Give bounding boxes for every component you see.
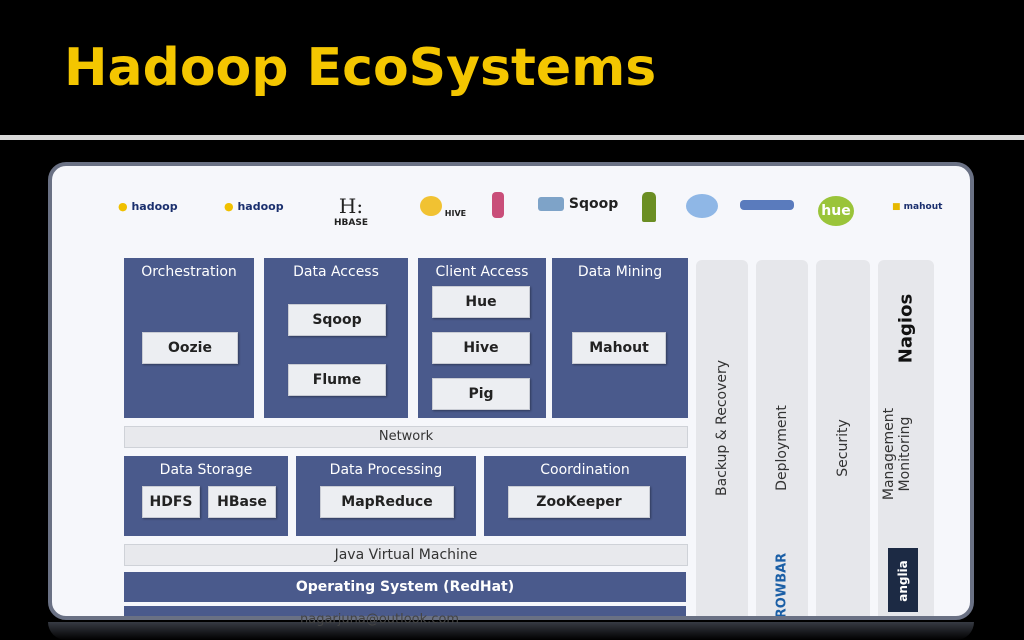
title-divider: [0, 135, 1024, 140]
pig-box: Pig: [432, 378, 530, 410]
backup-recovery-label: Backup & Recovery: [714, 359, 730, 497]
deployment-column: Deployment ROWBAR: [756, 260, 808, 619]
oozie-box: Oozie: [142, 332, 238, 364]
sqoop-box: Sqoop: [288, 304, 386, 336]
hardware-bar: [124, 606, 686, 616]
data-processing-label: Data Processing: [329, 462, 443, 478]
data-mining-label: Data Mining: [577, 264, 663, 280]
hdfs-box: HDFS: [142, 486, 200, 518]
data-storage-label: Data Storage: [159, 462, 253, 478]
oozie-logo: [740, 200, 794, 213]
footer-email: nagarjuna@outlook.com: [300, 612, 460, 627]
slide-title: Hadoop EcoSystems: [64, 38, 657, 98]
hive-logo: HIVE: [420, 196, 466, 218]
sqoop-logo: Sqoop: [538, 196, 618, 212]
os-bar: Operating System (RedHat): [124, 572, 686, 602]
coordination-layer: Coordination ZooKeeper: [484, 456, 686, 536]
security-label: Security: [835, 419, 851, 477]
jvm-bar: Java Virtual Machine: [124, 544, 688, 566]
data-access-label: Data Access: [293, 264, 379, 280]
data-storage-layer: Data Storage HDFS HBase: [124, 456, 288, 536]
hadoop-hdfs-logo: ● hadoop: [118, 200, 178, 213]
ecosystem-diagram: ● hadoop ● hadoop H: HBASE HIVE Sqoop hu…: [48, 162, 974, 620]
client-access-label: Client Access: [435, 264, 529, 280]
panel-reflection: [48, 622, 974, 640]
coordination-label: Coordination: [540, 462, 630, 478]
hive-box: Hive: [432, 332, 530, 364]
pig-logo: [492, 192, 504, 221]
flume-logo: [686, 194, 718, 221]
hadoop-mapreduce-logo: ● hadoop: [224, 200, 284, 213]
orchestration-layer: Orchestration Oozie: [124, 258, 254, 418]
nagios-logo: Nagios: [895, 293, 917, 364]
hue-box: Hue: [432, 286, 530, 318]
backup-recovery-column: Backup & Recovery: [696, 260, 748, 616]
client-access-layer: Client Access Hue Hive Pig: [418, 258, 546, 418]
hbase-box: HBase: [208, 486, 276, 518]
crowbar-logo: ROWBAR: [774, 552, 790, 619]
orchestration-label: Orchestration: [141, 264, 237, 280]
mahout-logo: ■ mahout: [892, 202, 943, 212]
mapreduce-box: MapReduce: [320, 486, 454, 518]
data-mining-layer: Data Mining Mahout: [552, 258, 688, 418]
data-processing-layer: Data Processing MapReduce: [296, 456, 476, 536]
deployment-label: Deployment: [774, 405, 790, 491]
hue-logo: hue: [818, 196, 854, 226]
network-bar: Network: [124, 426, 688, 448]
zookeeper-logo: [642, 192, 656, 225]
zookeeper-box: ZooKeeper: [508, 486, 650, 518]
security-column: Security: [816, 260, 870, 616]
mahout-box: Mahout: [572, 332, 666, 364]
ganglia-logo-text: anglia: [896, 560, 910, 602]
hbase-logo: H: HBASE: [334, 194, 368, 228]
ganglia-logo: anglia: [888, 548, 918, 612]
data-access-layer: Data Access Sqoop Flume: [264, 258, 408, 418]
flume-box: Flume: [288, 364, 386, 396]
